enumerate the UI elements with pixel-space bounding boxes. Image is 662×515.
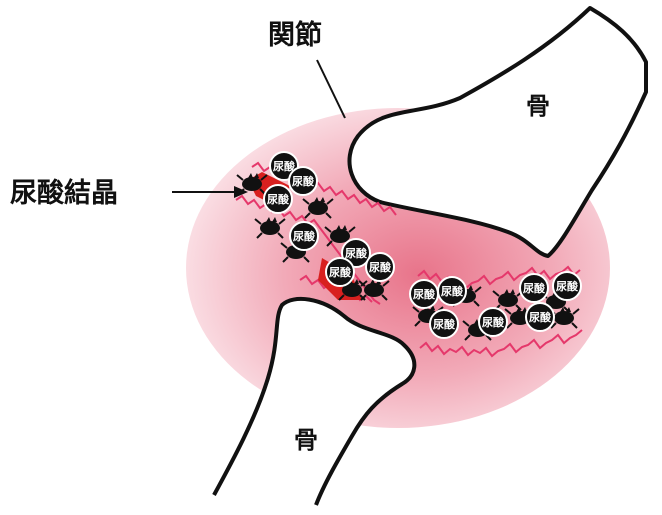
joint-leader-line <box>317 60 345 118</box>
svg-text:尿酸: 尿酸 <box>329 265 352 279</box>
crystal-badge: 尿酸 <box>553 272 581 300</box>
crystal-badge: 尿酸 <box>290 222 318 250</box>
svg-text:尿酸: 尿酸 <box>556 279 579 293</box>
joint-label: 関節 <box>268 19 322 51</box>
crystal-badge: 尿酸 <box>366 253 394 281</box>
svg-text:尿酸: 尿酸 <box>413 287 436 301</box>
crystal-badge: 尿酸 <box>410 280 438 308</box>
svg-text:尿酸: 尿酸 <box>267 192 290 206</box>
svg-text:尿酸: 尿酸 <box>441 284 464 298</box>
svg-text:尿酸: 尿酸 <box>292 174 315 188</box>
svg-text:尿酸: 尿酸 <box>433 317 456 331</box>
uric-acid-crystal-label: 尿酸結晶 <box>10 177 118 209</box>
crystal-badge: 尿酸 <box>289 167 317 195</box>
bone-top-label: 骨 <box>526 92 550 120</box>
crystal-badge: 尿酸 <box>430 310 458 338</box>
svg-text:尿酸: 尿酸 <box>369 260 392 274</box>
svg-text:尿酸: 尿酸 <box>482 315 505 329</box>
svg-text:尿酸: 尿酸 <box>293 229 316 243</box>
bone-bottom-label: 骨 <box>294 426 318 454</box>
svg-text:尿酸: 尿酸 <box>523 281 546 295</box>
crystal-badge: 尿酸 <box>526 303 554 331</box>
crystal-badge: 尿酸 <box>479 308 507 336</box>
svg-text:尿酸: 尿酸 <box>345 246 368 260</box>
crystal-badge: 尿酸 <box>520 274 548 302</box>
crystal-badge: 尿酸 <box>264 185 292 213</box>
svg-text:尿酸: 尿酸 <box>529 310 552 324</box>
crystal-badge: 尿酸 <box>438 277 466 305</box>
crystal-badge: 尿酸 <box>326 258 354 286</box>
